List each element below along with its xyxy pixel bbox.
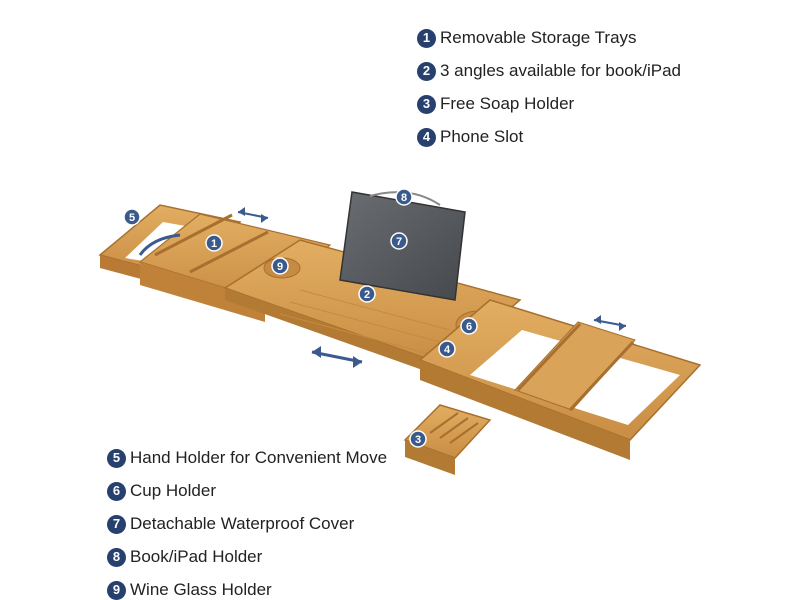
svg-text:2: 2 [364, 289, 370, 301]
feature-label: Wine Glass Holder [130, 580, 272, 599]
right-extension-arm [418, 299, 702, 460]
svg-text:3: 3 [415, 434, 421, 446]
callout-1: 1 [205, 234, 223, 252]
feature-label: Cup Holder [130, 481, 216, 500]
feature-number-badge: 3 [417, 94, 436, 114]
feature-2: 2 3 angles available for book/iPad [417, 61, 681, 81]
feature-5: 5 Hand Holder for Convenient Move [107, 448, 387, 468]
callout-8: 8 [395, 188, 413, 206]
feature-3: 3 Free Soap Holder [417, 94, 574, 114]
extend-arrow-right [593, 315, 627, 331]
handle-arrow [138, 233, 181, 256]
feature-label: Hand Holder for Convenient Move [130, 448, 388, 467]
callout-6: 6 [460, 317, 478, 335]
feature-number-badge: 9 [107, 580, 126, 600]
feature-label: Phone Slot [440, 127, 524, 146]
svg-text:5: 5 [129, 212, 135, 224]
svg-text:4: 4 [444, 344, 451, 356]
feature-number-badge: 8 [107, 547, 126, 567]
feature-label: Book/iPad Holder [130, 547, 263, 566]
svg-text:7: 7 [396, 236, 402, 248]
extend-arrow-left [237, 207, 269, 223]
feature-label: Detachable Waterproof Cover [130, 514, 355, 533]
feature-8: 8 Book/iPad Holder [107, 547, 262, 567]
feature-number-badge: 6 [107, 481, 126, 501]
svg-text:8: 8 [401, 192, 407, 204]
callout-2: 2 [358, 285, 376, 303]
callout-7: 7 [390, 232, 408, 250]
feature-number-badge: 4 [417, 127, 436, 147]
feature-number-badge: 1 [417, 28, 436, 48]
svg-text:6: 6 [466, 321, 472, 333]
callout-4: 4 [438, 340, 456, 358]
feature-4: 4 Phone Slot [417, 127, 523, 147]
feature-number-badge: 5 [107, 448, 126, 468]
callout-3: 3 [409, 430, 427, 448]
feature-1: 1 Removable Storage Trays [417, 28, 637, 48]
feature-6: 6 Cup Holder [107, 481, 216, 501]
feature-label: Removable Storage Trays [440, 28, 637, 47]
callout-5: 5 [123, 208, 141, 226]
feature-number-badge: 7 [107, 514, 126, 534]
left-extension-arm [98, 204, 332, 322]
svg-text:9: 9 [277, 261, 283, 273]
feature-9: 9 Wine Glass Holder [107, 580, 272, 600]
soap-holder [403, 404, 492, 475]
feature-label: 3 angles available for book/iPad [440, 61, 681, 80]
feature-number-badge: 2 [417, 61, 436, 81]
feature-7: 7 Detachable Waterproof Cover [107, 514, 354, 534]
svg-text:1: 1 [211, 238, 217, 250]
extend-arrow-center [311, 346, 363, 368]
callout-9: 9 [271, 257, 289, 275]
feature-label: Free Soap Holder [440, 94, 575, 113]
left-storage-tray [154, 213, 269, 274]
